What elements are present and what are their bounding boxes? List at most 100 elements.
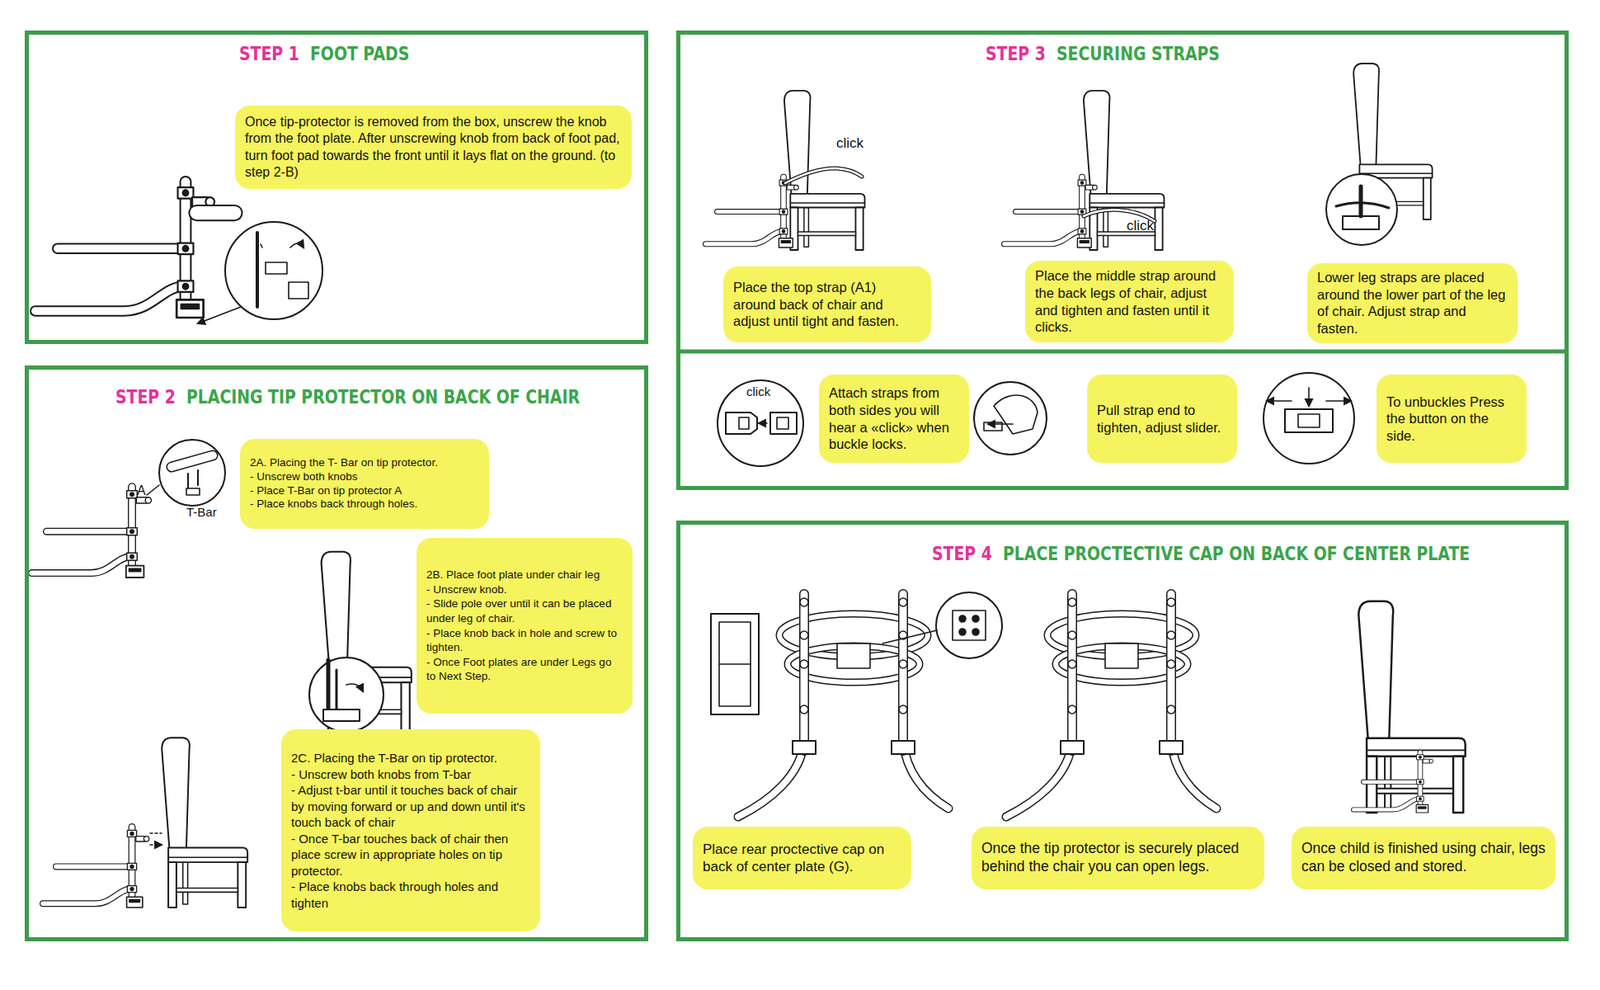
tip-protector-drawing-part <box>181 304 200 309</box>
detail-inset-part <box>1359 186 1364 217</box>
tip-protector-open-drawing-part <box>1068 593 1077 751</box>
tip-protector-open-drawing-part <box>1167 597 1176 607</box>
buckle-icon-part <box>725 412 758 434</box>
chair-drawing-part <box>237 861 246 908</box>
tip-protector-drawing-part <box>1429 758 1434 763</box>
tip-protector-drawing-part <box>143 836 149 842</box>
tip-protector-drawing-part <box>57 243 184 255</box>
tip-protector-drawing-part <box>717 208 783 215</box>
step-title: PLACE PROCTECTIVE CAP ON BACK OF CENTER … <box>1002 542 1470 565</box>
instruction-bubble: Place rear proctective cap on back of ce… <box>692 826 912 890</box>
instruction-heading: 2C. Placing the T-Bar on tip protector. <box>291 749 531 767</box>
unbuckle-icon-part <box>1326 400 1351 402</box>
tip-protector-drawing-part <box>1416 804 1428 813</box>
instruction-text: - Place T-Bar on tip protector A <box>249 484 480 499</box>
tip-protector-open-drawing-part <box>1159 740 1183 754</box>
tip-protector-drawing <box>1004 177 1098 248</box>
chair-drawing-part <box>1083 90 1111 202</box>
tip-protector-drawing-part <box>127 552 138 560</box>
step-heading: STEP 3SECURING STRAPS <box>985 42 1220 65</box>
tip-protector-open-drawing-part <box>800 659 809 669</box>
chair-drawing-part <box>1376 788 1454 794</box>
tip-protector-drawing-part <box>1092 184 1098 190</box>
tip-protector-open-drawing-part <box>792 740 816 754</box>
step-number: STEP 3 <box>985 42 1046 65</box>
detail-inset-part <box>952 610 986 640</box>
tip-protector-open-drawing-part <box>891 740 915 754</box>
detail-inset-part <box>186 488 200 495</box>
tip-protector-drawing-part <box>717 209 783 214</box>
tip-protector-drawing-part <box>127 862 137 870</box>
chair-drawing-part <box>161 737 190 856</box>
detail-inset-part <box>260 244 263 248</box>
tip-protector-open-drawing-part <box>899 593 908 751</box>
strap-drawing-part <box>785 168 862 184</box>
chair-drawing-part <box>1366 738 1466 757</box>
step-panel: STEP 1FOOT PADSOnce tip-protector is rem… <box>24 30 649 344</box>
tip-protector-open-drawing-part <box>837 643 871 669</box>
chair-drawing-part <box>1359 172 1432 174</box>
tip-protector-drawing-part <box>1080 210 1084 214</box>
chair-drawing-part <box>1353 63 1379 172</box>
tip-protector-drawing-part <box>1418 806 1427 809</box>
tip-protector-open-drawing-part <box>1167 630 1176 640</box>
tip-protector-drawing-part <box>1416 795 1424 801</box>
tip-protector-open-drawing-part <box>799 593 810 751</box>
tip-protector-open-drawing-part <box>800 593 809 751</box>
detail-inset-part <box>188 470 198 489</box>
step-heading: STEP 2PLACING TIP PROTECTOR ON BACK OF C… <box>115 385 580 408</box>
leader-line <box>882 630 937 644</box>
instruction-text: - Place knob back in hole and screw to t… <box>426 625 623 655</box>
tip-protector-drawing-part <box>1417 752 1424 808</box>
detail-inset <box>936 592 1003 659</box>
instruction-bubble: Lower leg straps are placed around the l… <box>1307 263 1518 344</box>
detail-inset-part <box>959 628 966 636</box>
tip-protector-drawing-part <box>183 245 189 252</box>
detail-inset-part <box>346 683 363 692</box>
instruction-text: Lower leg straps are placed around the l… <box>1317 268 1508 338</box>
tip-protector-drawing-part <box>197 204 236 222</box>
detail-inset <box>225 221 323 320</box>
leader-line <box>146 484 160 495</box>
tip-protector-drawing-part <box>705 230 783 244</box>
instruction-text: - Unscrew knob. <box>426 582 623 598</box>
detail-inset-part <box>959 615 966 622</box>
instruction-text: - Unscrew both knobs <box>249 470 480 485</box>
tip-protector-drawing-part <box>779 208 788 215</box>
instruction-heading: 2B. Place foot plate under chair leg <box>426 567 623 583</box>
buckle-icon-part <box>770 412 797 434</box>
tip-protector-drawing-part <box>1004 230 1082 244</box>
detail-inset-part <box>255 232 259 307</box>
chair-drawing <box>1358 601 1465 813</box>
unbuckle-icon-part <box>1266 400 1292 402</box>
tip-protector-drawing-part <box>35 286 184 311</box>
chair-drawing-part <box>400 682 410 730</box>
tip-protector-drawing-part <box>176 299 203 318</box>
protective-cap <box>710 613 759 715</box>
instruction-bubble: 2A. Placing the T- Bar on tip protector.… <box>240 438 490 529</box>
detail-inset-part <box>288 282 309 299</box>
step-number: STEP 1 <box>239 42 300 65</box>
tip-protector-open-drawing <box>1006 593 1217 817</box>
instruction-bubble: Once child is finished using chair, legs… <box>1291 826 1556 890</box>
instruction-text: - Place knobs back through holes and tig… <box>291 878 531 911</box>
instruction-heading: 2A. Placing the T- Bar on tip protector. <box>249 456 480 471</box>
chair-drawing <box>784 90 866 250</box>
leader-line <box>197 306 241 324</box>
move-arrow <box>150 832 162 845</box>
chair-drawing-part <box>168 856 248 858</box>
protective-cap-part <box>719 621 751 706</box>
tip-protector-drawing-part <box>127 896 143 908</box>
tip-protector-drawing <box>35 181 236 318</box>
tip-protector-drawing-part <box>781 230 786 234</box>
chair-drawing <box>1083 90 1165 250</box>
tip-protector-drawing-part <box>779 228 788 235</box>
tip-protector-open-drawing-part <box>800 597 809 607</box>
tip-protector-drawing-part <box>56 864 131 870</box>
tip-protector-open-drawing-part <box>1167 593 1176 751</box>
detail-inset-part <box>323 709 360 721</box>
tip-protector-open-drawing-part <box>800 630 809 640</box>
tip-protector-drawing-part <box>1016 209 1082 214</box>
tip-protector-open-drawing-part <box>898 659 908 669</box>
